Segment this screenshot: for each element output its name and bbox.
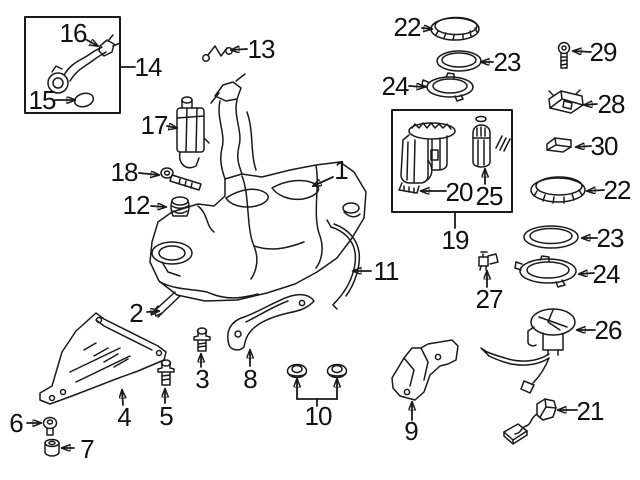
part-29-drawing xyxy=(557,41,571,69)
part-1-drawing xyxy=(149,73,367,302)
callout-21[interactable]: 21 xyxy=(576,396,605,426)
part-23-top-drawing xyxy=(436,50,482,72)
callout-4[interactable]: 4 xyxy=(117,402,132,432)
part-28-drawing xyxy=(548,89,584,114)
callout-22-right[interactable]: 22 xyxy=(603,175,632,205)
callout-22-top[interactable]: 22 xyxy=(393,12,422,42)
part-4-drawing xyxy=(39,312,167,405)
callout-1[interactable]: 1 xyxy=(334,155,349,185)
callout-23-right[interactable]: 23 xyxy=(596,223,625,253)
callout-10[interactable]: 10 xyxy=(304,401,333,431)
part-24-right-drawing xyxy=(514,255,577,288)
callout-15[interactable]: 15 xyxy=(28,85,57,115)
part-7-drawing xyxy=(44,438,60,457)
callout-25[interactable]: 25 xyxy=(475,181,504,211)
callout-17[interactable]: 17 xyxy=(140,110,169,140)
detail-box-14 xyxy=(24,16,121,114)
callout-6[interactable]: 6 xyxy=(9,408,24,438)
callout-24-right[interactable]: 24 xyxy=(592,259,621,289)
callout-27[interactable]: 27 xyxy=(475,284,504,314)
callout-30[interactable]: 30 xyxy=(590,131,619,161)
callout-28[interactable]: 28 xyxy=(597,89,626,119)
part-23-right-drawing xyxy=(523,225,579,249)
leader-lines xyxy=(120,66,456,407)
callout-16[interactable]: 16 xyxy=(59,18,88,48)
callout-26[interactable]: 26 xyxy=(594,315,623,345)
callout-18[interactable]: 18 xyxy=(110,157,139,187)
part-8-drawing xyxy=(227,293,315,351)
callout-12[interactable]: 12 xyxy=(122,190,151,220)
part-6-drawing xyxy=(42,416,58,436)
callout-29[interactable]: 29 xyxy=(589,37,618,67)
callout-19[interactable]: 19 xyxy=(441,225,470,255)
part-30-drawing xyxy=(546,137,572,153)
callout-2[interactable]: 2 xyxy=(129,298,144,328)
part-13-drawing xyxy=(202,45,233,62)
part-27-drawing xyxy=(478,251,499,271)
callout-20[interactable]: 20 xyxy=(445,177,474,207)
part-18-drawing xyxy=(160,167,202,191)
part-3-drawing xyxy=(193,327,211,352)
callout-24-top[interactable]: 24 xyxy=(381,71,410,101)
leader-arrows xyxy=(26,28,605,448)
callout-23-top[interactable]: 23 xyxy=(493,47,522,77)
part-24-top-drawing xyxy=(421,72,474,102)
part-2-drawing xyxy=(150,291,181,318)
callout-11[interactable]: 11 xyxy=(373,256,400,286)
callout-5[interactable]: 5 xyxy=(159,401,174,431)
part-21-drawing xyxy=(503,398,557,445)
part-25-drawing xyxy=(472,115,511,168)
part-5-drawing xyxy=(157,359,175,386)
callout-9[interactable]: 9 xyxy=(404,416,419,446)
callout-3[interactable]: 3 xyxy=(195,364,210,394)
part-15-drawing xyxy=(73,92,95,108)
part-10-drawing xyxy=(286,363,348,379)
callout-13[interactable]: 13 xyxy=(247,34,276,64)
part-20-drawing xyxy=(398,122,456,194)
part-26-drawing xyxy=(480,308,576,394)
part-22-right-drawing xyxy=(530,176,586,204)
callout-8[interactable]: 8 xyxy=(243,364,258,394)
part-17-drawing xyxy=(176,96,210,169)
part-22-top-drawing xyxy=(430,16,480,41)
part-14-drawing xyxy=(47,34,121,94)
callout-7[interactable]: 7 xyxy=(80,434,95,464)
callout-14[interactable]: 14 xyxy=(134,52,163,82)
part-12-drawing xyxy=(170,196,190,217)
part-9-drawing xyxy=(391,339,459,401)
detail-box-19 xyxy=(391,109,513,213)
